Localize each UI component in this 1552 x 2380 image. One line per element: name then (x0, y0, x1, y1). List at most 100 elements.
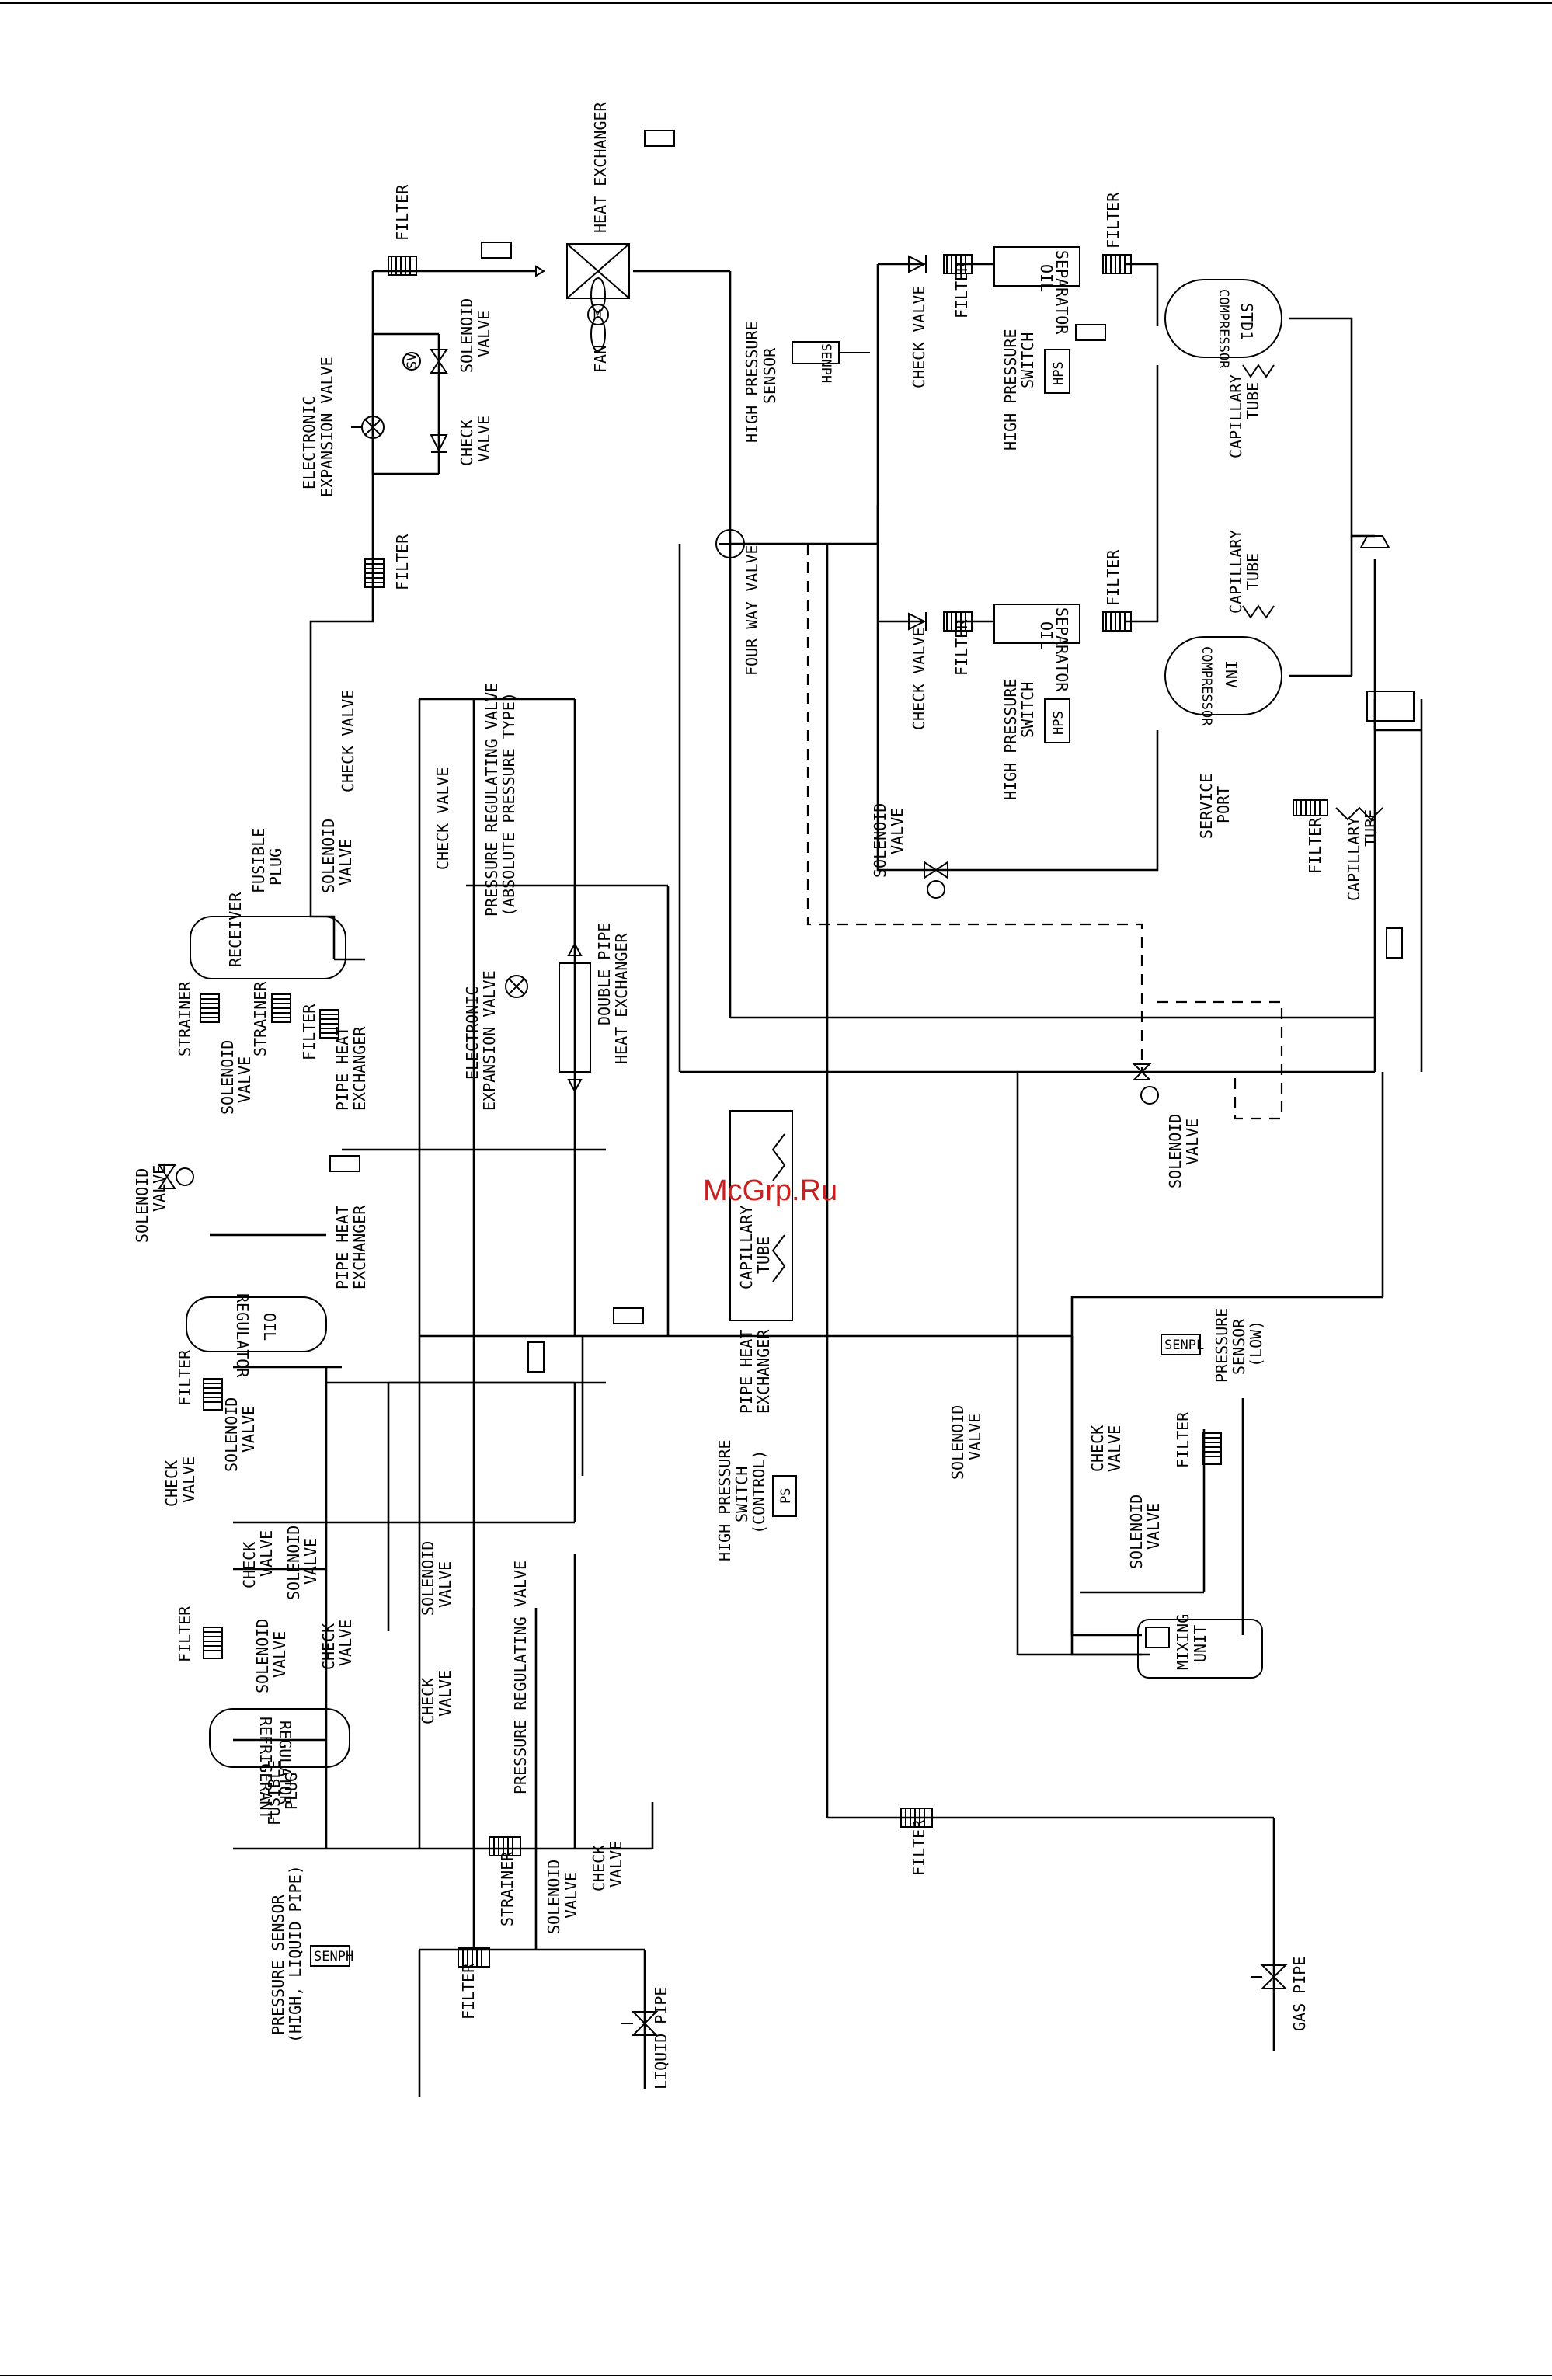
solenoid-rec-label-2: VALVE (235, 1056, 254, 1103)
check-ml-label-1: CHECK (419, 1678, 437, 1724)
solenoid-lower-label-2: VALVE (562, 1872, 580, 1919)
high-pressure-sensor-label-1: HIGH PRESSURE (743, 321, 761, 443)
check-valve-icon (430, 434, 448, 453)
filter-service (1293, 799, 1328, 816)
capillary-center-label-2: TUBE (754, 1237, 773, 1274)
solenoid-mid-label-2: VALVE (888, 808, 906, 854)
filter-rl (1202, 1432, 1222, 1465)
check-ml-label-2: VALVE (436, 1670, 454, 1717)
solenoid-stack2-label-2: VALVE (270, 1631, 289, 1678)
oil-regulator-vessel (186, 1296, 327, 1352)
double-pipe-heat-exchanger (559, 941, 591, 1094)
strainer-lower-label: STRAINER (498, 1851, 517, 1926)
filter-label-mid-left: FILTER (393, 534, 412, 590)
solenoid-prv-label-2: VALVE (336, 839, 355, 886)
gas-pipe-valve-icon (1251, 1964, 1288, 1989)
solenoid-prv-label-1: SOLENOID (319, 819, 338, 893)
pressure-low-1: PRESSURE (1213, 1308, 1231, 1383)
solenoid-low-right-label-1: SOLENOID (1166, 1114, 1185, 1188)
mixing-unit (1137, 1619, 1263, 1679)
strainer-label-2: STRAINER (251, 981, 270, 1056)
oil-regulator-label-2: REGULATOR (233, 1293, 252, 1378)
oil-separator-mid-label-1: OIL (1037, 621, 1056, 649)
accumulator-icon (1359, 535, 1390, 548)
compressor-std1-type: STD1 (1237, 303, 1256, 340)
pressure-sensor-high-2: (HIGH, LIQUID PIPE) (286, 1865, 304, 2043)
senpl-box (1161, 1334, 1201, 1355)
pipe-heat-center-2: EXCHANGER (754, 1329, 773, 1414)
eev-mid-label-2: EXPANSION VALVE (480, 970, 499, 1111)
hps-text-2: SWITCH (1018, 332, 1037, 388)
check-valve-prv-label-2: CHECK VALVE (433, 767, 452, 870)
refrigerant-regulator-vessel (209, 1708, 350, 1768)
check-lower-label-1: CHECK (590, 1845, 608, 1891)
compressor-inv-type: INV (1222, 660, 1241, 688)
filter-lower-left (458, 1947, 490, 1968)
mixing-unit-label-1: MIXING (1174, 1614, 1192, 1670)
electronic-expansion-valve-label-1: ELECTRONIC (300, 396, 318, 489)
senpl-label: SENPL (1164, 1338, 1204, 1353)
check-stack-label-1: CHECK (240, 1542, 259, 1588)
small-sensor-service (1386, 927, 1403, 959)
pipe-heat-exchanger-1b: EXCHANGER (350, 1026, 369, 1111)
solenoid-mid-label-1: SOLENOID (871, 803, 889, 878)
electronic-expansion-valve-label-2: EXPANSION VALVE (318, 357, 336, 497)
fusible-plug-lower-2: PLUG (282, 1773, 301, 1810)
fan-label: FAN (591, 345, 610, 373)
filter-top-left (388, 256, 417, 276)
high-pressure-sensor-label-2: SENSOR (760, 347, 779, 404)
solenoid-ml-label-2: VALVE (436, 1561, 454, 1608)
capillary-center-label-1: CAPILLARY (737, 1206, 756, 1289)
solenoid-left-label-1: SOLENOID (133, 1168, 151, 1243)
dashed-pilot-lines (806, 544, 1283, 1120)
prv-label-1: PRESSURE REGULATING VALVE (482, 683, 501, 917)
watermark: McGrp.Ru (703, 1174, 837, 1207)
eev-mid-label-1: ELECTRONIC (463, 986, 482, 1080)
filter-lower-left-label: FILTER (459, 1963, 478, 2020)
pipe-heat-center-1: PIPE HEAT (737, 1330, 756, 1414)
check-valve-icon (908, 255, 927, 631)
hps-box-mid (1044, 698, 1070, 743)
strainer-label-1: STRAINER (176, 981, 194, 1056)
solenoid-rl-label-2: VALVE (966, 1414, 984, 1460)
capillary-label-top-1: CAPILLARY (1227, 374, 1245, 458)
double-pipe-label-1: DOUBLE PIPE (595, 923, 614, 1025)
check-rl-label-1: CHECK (1088, 1425, 1107, 1472)
hps-label-mid: HPS (1051, 711, 1067, 735)
filter-label-oil-3: FILTER (952, 619, 971, 676)
hps-text-1: HIGH PRESSURE (1001, 329, 1020, 451)
capillary-service-label-2: TUBE (1362, 809, 1380, 847)
hps-text-4: SWITCH (1018, 682, 1037, 738)
pipe-heat-exchanger-2a: PIPE HEAT (333, 1206, 352, 1289)
filter-stack (203, 1627, 223, 1659)
solenoid-ml-label-1: SOLENOID (419, 1541, 437, 1616)
pipe-heat-exchanger-1a: PIPE HEAT (333, 1027, 352, 1111)
four-way-valve-icon (715, 529, 745, 558)
hp-control-2: SWITCH (733, 1467, 751, 1522)
solenoid-stack2-label-1: SOLENOID (253, 1619, 272, 1693)
filter-center-lower-label: FILTER (910, 1819, 928, 1876)
capillary-label-top-2: TUBE (1244, 382, 1262, 419)
junction-box (1366, 691, 1415, 722)
fan-icon (587, 277, 609, 352)
liquid-pipe-label: LIQUID PIPE (652, 1987, 670, 2089)
filter-oil-sep-top-right (1102, 254, 1132, 274)
liquid-pipe-valve-icon (621, 2011, 659, 2036)
filter-label-receiver: FILTER (300, 1004, 318, 1060)
senph-label-top: SENPH (818, 343, 833, 383)
receiver-vessel (190, 916, 346, 979)
electronic-expansion-valve-icon (505, 975, 528, 998)
solenoid-stack-label-1: SOLENOID (284, 1526, 303, 1600)
solenoid-rec-label-1: SOLENOID (218, 1040, 237, 1115)
service-port-label-1: SERVICE (1197, 774, 1216, 839)
filter-mid-left (364, 558, 385, 588)
hps-box-top (1044, 349, 1070, 394)
oil-separator-mid-label-2: SEPARATOR (1053, 607, 1071, 692)
filter-label-oil-4: FILTER (1104, 549, 1122, 606)
check-stack2-label-1: CHECK (319, 1623, 338, 1670)
check-rl-label-2: VALVE (1105, 1425, 1124, 1472)
solenoid-valve-label-2: VALVE (475, 311, 493, 357)
check-stack2-label-2: VALVE (336, 1620, 355, 1666)
compressor-std1 (1164, 279, 1282, 358)
